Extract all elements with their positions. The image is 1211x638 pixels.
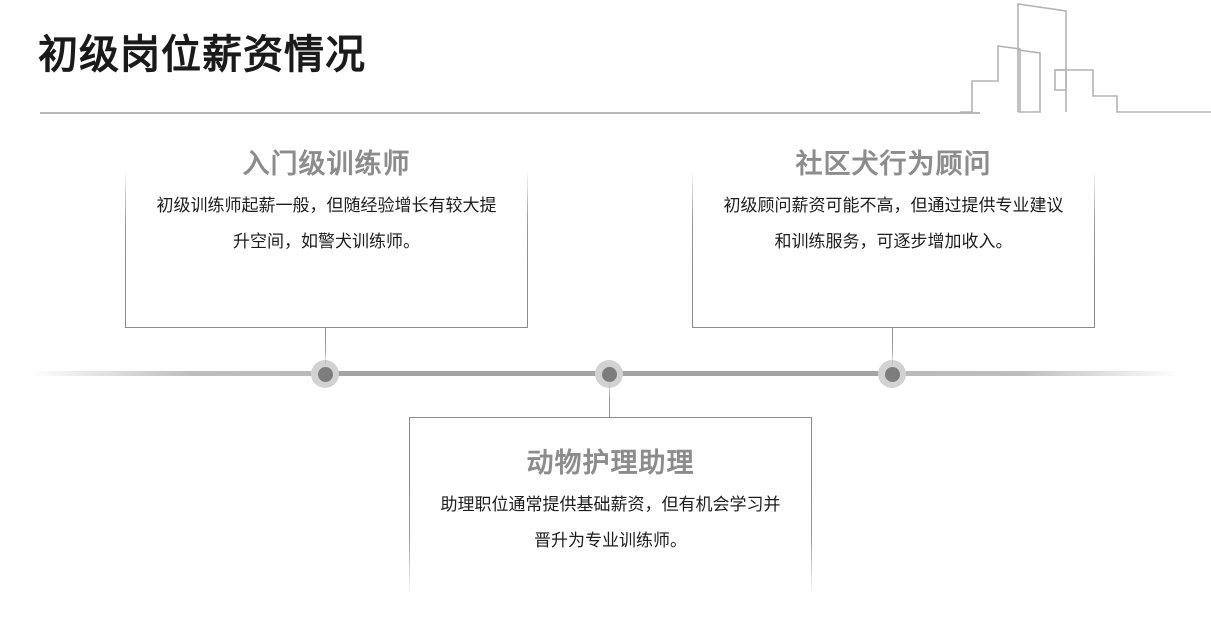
card-frame-animal-care-assistant — [409, 417, 812, 592]
card-title-entry-trainer: 入门级训练师 — [242, 149, 411, 179]
connector-line-card-2 — [609, 380, 610, 418]
timeline-segment-right — [890, 371, 1180, 376]
card-title-community-dog-behavior-consultant: 社区犬行为顾问 — [795, 149, 992, 179]
card-animal-care-assistant[interactable]: 动物护理助理 助理职位通常提供基础薪资，但有机会学习并晋升为专业训练师。 — [409, 447, 812, 559]
connector-line-card-3 — [892, 327, 893, 367]
title-divider — [40, 112, 980, 114]
card-title-animal-care-assistant: 动物护理助理 — [526, 448, 695, 478]
card-body-community-dog-behavior-consultant: 初级顾问薪资可能不高，但通过提供专业建议和训练服务，可逐步增加收入。 — [723, 195, 1064, 251]
connector-line-card-1 — [325, 327, 326, 367]
card-frame-community-dog-behavior-consultant — [692, 172, 1095, 328]
city-skyline-svg — [960, 3, 1211, 113]
page-title: 初级岗位薪资情况 — [38, 33, 366, 77]
card-body-animal-care-assistant: 助理职位通常提供基础薪资，但有机会学习并晋升为专业训练师。 — [440, 494, 781, 550]
card-community-dog-behavior-consultant[interactable]: 社区犬行为顾问 初级顾问薪资可能不高，但通过提供专业建议和训练服务，可逐步增加收… — [692, 148, 1095, 260]
card-frame-entry-trainer — [125, 172, 528, 328]
card-entry-trainer[interactable]: 入门级训练师 初级训练师起薪一般，但随经验增长有较大提升空间，如警犬训练师。 — [125, 148, 528, 260]
timeline-segment-left — [30, 371, 325, 376]
card-body-entry-trainer: 初级训练师起薪一般，但随经验增长有较大提升空间，如警犬训练师。 — [156, 195, 497, 251]
city-skyline-icon — [960, 0, 1211, 120]
